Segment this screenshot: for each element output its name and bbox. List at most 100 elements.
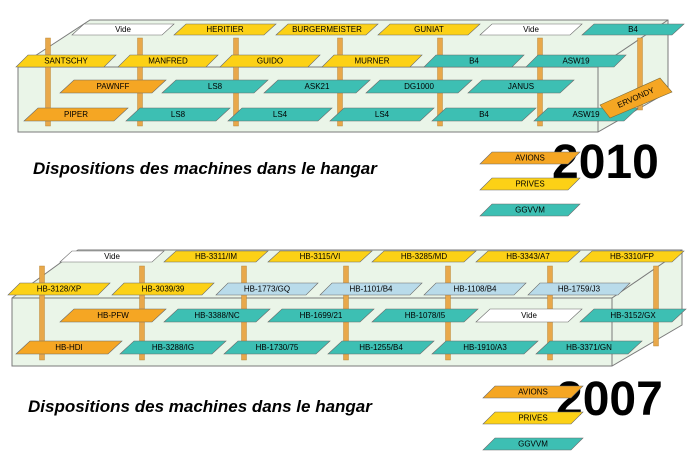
slot-label: HB-3039/39: [142, 285, 185, 294]
front-row-slot: HB-1910/A3: [431, 340, 539, 355]
slot-label: SANTSCHY: [44, 57, 88, 66]
slot-label: HB-3311/IM: [195, 252, 237, 261]
slot-label: HB-1108/B4: [454, 285, 498, 294]
legend-item: AVIONS: [479, 151, 581, 165]
back-row-slot: HB-3310/FP: [579, 250, 685, 263]
slot-label: JANUS: [508, 82, 534, 91]
slot-shape: [59, 79, 167, 94]
third-row-slot: PAWNFF: [59, 79, 167, 94]
slot-shape: [173, 23, 277, 36]
slot-shape: [327, 340, 435, 355]
legend-item: GGVVM: [479, 203, 581, 217]
back-row-slot: HB-3285/MD: [371, 250, 477, 263]
slot-label: HB-3152/GX: [610, 311, 656, 320]
slot-label: B4: [479, 110, 489, 119]
slot-shape: [431, 340, 539, 355]
slot-shape: [535, 340, 643, 355]
slot-shape: [215, 282, 319, 296]
back-row-slot: HB-3115/VI: [267, 250, 373, 263]
slot-label: ASW19: [562, 57, 590, 66]
back-row-slot: B4: [581, 23, 685, 36]
legend-item: AVIONS: [482, 385, 584, 399]
slot-shape: [267, 250, 373, 263]
slot-shape: [431, 107, 537, 122]
slot-shape: [371, 308, 479, 323]
slot-shape: [423, 54, 525, 68]
slot-shape: [527, 282, 631, 296]
slot-label: PRIVES: [518, 414, 547, 423]
slot-shape: [482, 411, 584, 425]
back-row-slot: HB-3311/IM: [163, 250, 269, 263]
front-row-slot: B4: [431, 107, 537, 122]
third-row-slot: HB-1078/I5: [371, 308, 479, 323]
slot-label: PAWNFF: [97, 82, 130, 91]
back-row-slot: Vide: [71, 23, 175, 36]
slot-shape: [581, 23, 685, 36]
slot-label: HB-3371/GN: [566, 343, 612, 352]
middle-row-slot: B4: [423, 54, 525, 68]
slot-label: HB-HDI: [55, 343, 83, 352]
middle-row-slot: SANTSCHY: [15, 54, 117, 68]
slot-shape: [15, 54, 117, 68]
middle-row-slot: HB-1108/B4: [423, 282, 527, 296]
back-row-slot: GUNIAT: [377, 23, 481, 36]
legend-2010: AVIONS PRIVES GGVVM: [479, 151, 581, 217]
slot-shape: [579, 308, 687, 323]
slot-shape: [71, 23, 175, 36]
slot-label: HB-3343/A7: [506, 252, 550, 261]
slot-shape: [579, 250, 685, 263]
slot-shape: [479, 23, 583, 36]
third-row-slot: DG1000: [365, 79, 473, 94]
third-row-slot: ASK21: [263, 79, 371, 94]
slot-shape: [423, 282, 527, 296]
slot-label: HERITIER: [206, 25, 244, 34]
middle-row-slot: GUIDO: [219, 54, 321, 68]
slot-label: LS4: [273, 110, 288, 119]
hangar-pillar: [637, 37, 643, 111]
slot-label: HB-1255/B4: [359, 343, 403, 352]
slot-shape: [371, 250, 477, 263]
slot-label: AVIONS: [518, 388, 548, 397]
slot-label: AVIONS: [515, 154, 545, 163]
third-row-slot: HB-3388/NC: [163, 308, 271, 323]
slot-shape: [161, 79, 269, 94]
slot-shape: [219, 54, 321, 68]
slot-shape: [111, 282, 215, 296]
side-slot-shape: [599, 77, 673, 119]
slot-label: DG1000: [404, 82, 434, 91]
slot-shape: [223, 340, 331, 355]
slot-label: LS8: [208, 82, 223, 91]
front-row-slot: LS8: [125, 107, 231, 122]
back-row-slot: HERITIER: [173, 23, 277, 36]
slot-label: HB-3115/VI: [300, 252, 341, 261]
slot-shape: [475, 308, 583, 323]
third-row-slot: HB-1699/21: [267, 308, 375, 323]
slot-shape: [125, 107, 231, 122]
slot-shape: [7, 282, 111, 296]
slot-shape: [59, 250, 165, 263]
front-row-slot: PIPER: [23, 107, 129, 122]
slot-label: HB-3128/XP: [37, 285, 81, 294]
caption-2007: Dispositions des machines dans le hangar: [28, 397, 373, 416]
back-row-slot: Vide: [479, 23, 583, 36]
slot-label: HB-1910/A3: [463, 343, 507, 352]
front-row-slot: HB-1730/75: [223, 340, 331, 355]
middle-row-slot: ASW19: [525, 54, 627, 68]
slot-label: HB-1078/I5: [405, 311, 446, 320]
slot-label: Vide: [104, 252, 120, 261]
legend-item: GGVVM: [482, 437, 584, 451]
slot-shape: [267, 308, 375, 323]
slot-label: PIPER: [64, 110, 88, 119]
third-row-slot: HB-3152/GX: [579, 308, 687, 323]
legend-item: PRIVES: [479, 177, 581, 191]
slot-shape: [263, 79, 371, 94]
slot-shape: [321, 54, 423, 68]
slot-label: MANFRED: [148, 57, 188, 66]
slot-shape: [329, 107, 435, 122]
hangar-pillar: [45, 37, 51, 127]
slot-label: HB-3310/FP: [610, 252, 654, 261]
slot-shape: [117, 54, 219, 68]
slot-label: BURGERMEISTER: [292, 25, 362, 34]
slot-shape: [475, 250, 581, 263]
